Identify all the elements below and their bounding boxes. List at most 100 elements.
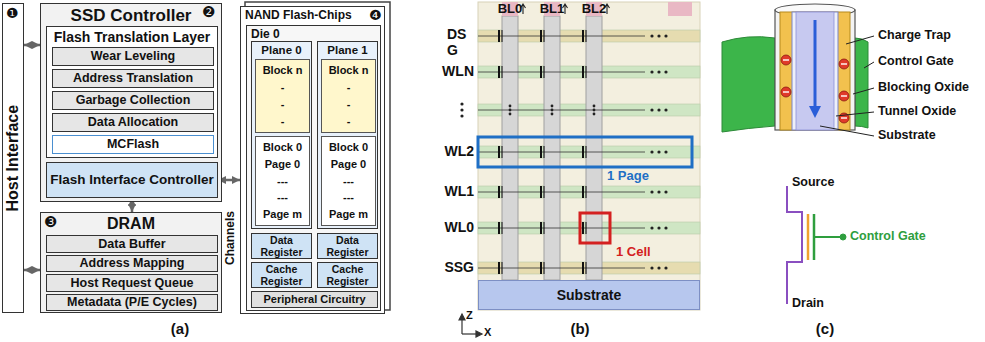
cell-array — [544, 66, 545, 78]
block-box: Block 0Page 0------Page m — [255, 136, 310, 226]
node-text: Host Request Queue — [71, 276, 194, 290]
cell-array — [664, 70, 667, 73]
cell-array — [657, 70, 660, 73]
channel-cylinder — [796, 12, 834, 130]
node-text: Flash Interface Controller — [50, 172, 214, 188]
cell-array — [509, 109, 512, 112]
channel-label: Channels — [224, 211, 238, 265]
block-area: Block n--- — [255, 59, 310, 133]
cell-array — [650, 266, 653, 269]
charge-minus — [783, 60, 847, 118]
node-text: Data Register — [318, 234, 377, 258]
wordline-label: WL0 — [444, 219, 474, 235]
cell-array — [586, 262, 587, 274]
node-text: Garbage Collection — [76, 93, 191, 107]
cell-array — [540, 222, 542, 234]
cell-array — [544, 146, 545, 158]
charge-minus — [783, 59, 789, 60]
leader-line — [820, 126, 874, 136]
node-text: Data Buffer — [98, 237, 165, 251]
charge-minus — [841, 117, 847, 118]
part-label: Charge Trap — [878, 28, 951, 42]
periphery-box: Peripheral Circuitry — [251, 291, 378, 308]
cell-array — [498, 262, 500, 274]
cell-array — [509, 113, 512, 116]
cell-array — [502, 262, 503, 274]
bitline-label: BL1 — [540, 2, 565, 17]
node-text: Page m — [263, 208, 302, 221]
function-box: Address Translation — [52, 69, 214, 88]
cell-array — [582, 186, 584, 198]
part-label: Tunnel Oxide — [878, 104, 956, 118]
cell-array — [502, 66, 503, 78]
cell-array — [540, 186, 542, 198]
wordline-label: WL2 — [444, 143, 474, 159]
node-text: Plane 0 — [261, 44, 301, 57]
cell-array — [540, 262, 542, 274]
plane-box: Plane 0 Block n---Block 0Page 0------Page… — [251, 41, 312, 229]
cell-array — [586, 16, 602, 280]
charge-minus — [841, 95, 847, 96]
substrate-band: Substrate — [478, 280, 700, 310]
transistor-symbol — [807, 214, 810, 260]
node-text: Metadata (P/E Cycles) — [67, 295, 197, 309]
cell-label: 1 Cell — [614, 245, 653, 260]
terminal-label: Drain — [792, 296, 824, 310]
node-text: - — [347, 81, 351, 94]
cell-array — [502, 30, 503, 42]
page-outline — [478, 137, 692, 167]
node-text: Substrate — [557, 287, 622, 303]
cell-array — [657, 150, 660, 153]
node-text: Page 0 — [265, 158, 300, 171]
function-box: Data Allocation — [52, 113, 214, 132]
cell-array — [650, 226, 653, 229]
cell-array — [498, 30, 500, 42]
cell-array — [498, 66, 500, 78]
cell-outline — [580, 213, 610, 243]
channel-cylinder — [792, 12, 838, 130]
cell-array — [650, 150, 653, 153]
node-text: Page m — [329, 208, 368, 221]
leader-line — [820, 36, 874, 136]
cell-array — [586, 146, 587, 158]
control-gate-body — [722, 37, 775, 132]
cell-array — [586, 30, 587, 42]
channel-cylinder — [814, 20, 817, 108]
cell-array — [502, 16, 518, 280]
cell-array — [540, 146, 542, 158]
node-text: --- — [343, 191, 354, 204]
dram-item: Metadata (P/E Cycles) — [46, 294, 218, 312]
dram-box: DRAMData BufferAddress MappingHost Reque… — [40, 212, 222, 313]
channel-cylinder — [775, 4, 855, 130]
cell-array — [460, 102, 463, 105]
ftl-box: Flash Translation LayerWear LevelingAddr… — [46, 26, 218, 158]
node-text: Host Interface — [4, 105, 22, 212]
callout-number: ❹ — [369, 7, 382, 23]
cell-array — [650, 108, 653, 111]
cell-array — [509, 105, 512, 108]
cell-array — [478, 192, 645, 193]
trapped-charge — [781, 87, 791, 97]
channel-cylinder — [809, 106, 821, 118]
cross-section-ground — [478, 2, 700, 310]
terminal-label: Source — [792, 175, 834, 189]
cell-array — [478, 268, 645, 269]
double-arrow — [24, 44, 40, 47]
cell-array — [657, 108, 660, 111]
node-text: Block n — [263, 64, 303, 77]
trapped-charge — [781, 55, 791, 65]
trapped-charge — [839, 59, 849, 69]
node-text: Page 0 — [331, 158, 366, 171]
cell-array — [540, 30, 542, 42]
axis-label: X — [484, 326, 491, 339]
cell-array — [657, 190, 660, 193]
part-label: Control Gate — [878, 54, 954, 68]
panel-label: (c) — [816, 320, 834, 337]
cell-array — [544, 222, 545, 234]
cell-array — [498, 146, 500, 158]
axis — [459, 314, 465, 320]
cell-outline — [580, 213, 610, 243]
cell-array — [551, 109, 554, 112]
cell-array — [664, 226, 667, 229]
register-box: Data Register — [251, 233, 312, 259]
